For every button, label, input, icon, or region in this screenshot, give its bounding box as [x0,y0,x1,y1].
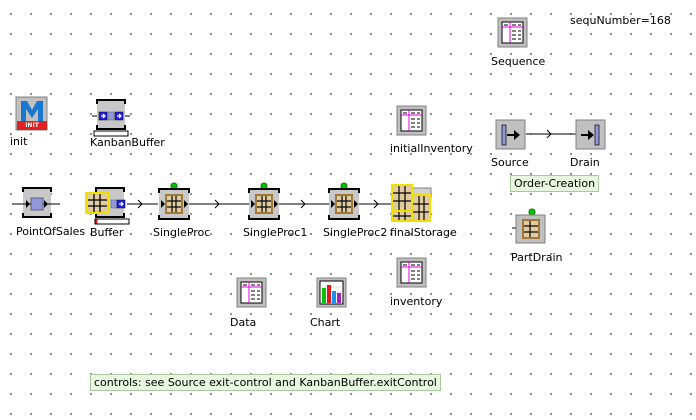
connector-arrow [300,199,306,209]
initialinventory-label: initialInventory [390,142,473,155]
singleproc-icon [248,182,280,220]
singleproc2-object[interactable] [328,182,360,220]
singleproc-object[interactable] [158,182,190,220]
chart-object[interactable] [316,277,347,308]
initialinventory-object[interactable] [396,105,427,136]
source-icon [495,119,526,150]
partdrain-label: PartDrain [511,251,563,264]
finalstorage-label: finalStorage [390,226,457,239]
comment-controls[interactable]: controls: see Source exit-control and Ka… [90,374,441,391]
singleproc-icon [328,182,360,220]
singleproc-icon [515,208,546,244]
kanbanbuffer-object[interactable] [92,97,130,137]
buffer-object[interactable] [85,186,130,226]
buffer-occupied-icon [85,187,130,225]
inventory-label: inventory [390,295,443,308]
connector-arrow [214,199,220,209]
drain-icon [575,119,606,150]
table-icon [396,257,427,288]
comment-order-creation[interactable]: Order-Creation [510,175,600,192]
inventory-object[interactable] [396,257,427,288]
init-label: init [10,135,28,148]
buffer-icon [92,99,130,137]
chart-icon [316,277,347,308]
singleproc2-label: SingleProc2 [323,226,388,239]
kanbanbuffer-label: KanbanBuffer [90,136,165,149]
variable-sequnumber[interactable]: sequNumber=168 [570,14,671,27]
data-label: Data [230,316,257,329]
init-icon-caption: INIT [25,122,39,129]
connector-arrow [546,129,552,139]
finalstorage-object[interactable] [391,184,433,224]
singleproc1-label: SingleProc1 [243,226,308,239]
init-object[interactable]: INIT [15,96,48,131]
table-icon [236,277,267,308]
singleproc-icon [158,182,190,220]
store-icon [391,184,432,222]
singleproc1-object[interactable] [248,182,280,220]
partdrain-object[interactable] [515,208,546,244]
source-label: Source [491,156,529,169]
buffer-label: Buffer [90,226,124,239]
drain-object[interactable] [575,119,606,150]
method-init-icon [15,96,48,131]
connector-arrow [137,199,143,209]
station-icon [20,187,54,218]
singleproc-label: SingleProc [153,226,211,239]
source-object[interactable] [495,119,526,150]
sequence-label: Sequence [491,55,546,68]
data-object[interactable] [236,277,267,308]
pointofsales-label: PointOfSales [16,225,86,238]
drain-label: Drain [570,156,600,169]
chart-label: Chart [310,316,341,329]
sequence-object[interactable] [497,17,528,48]
connector-arrow [373,199,379,209]
pointofsales-object[interactable] [20,186,54,220]
table-icon [396,105,427,136]
table-icon [497,17,528,48]
